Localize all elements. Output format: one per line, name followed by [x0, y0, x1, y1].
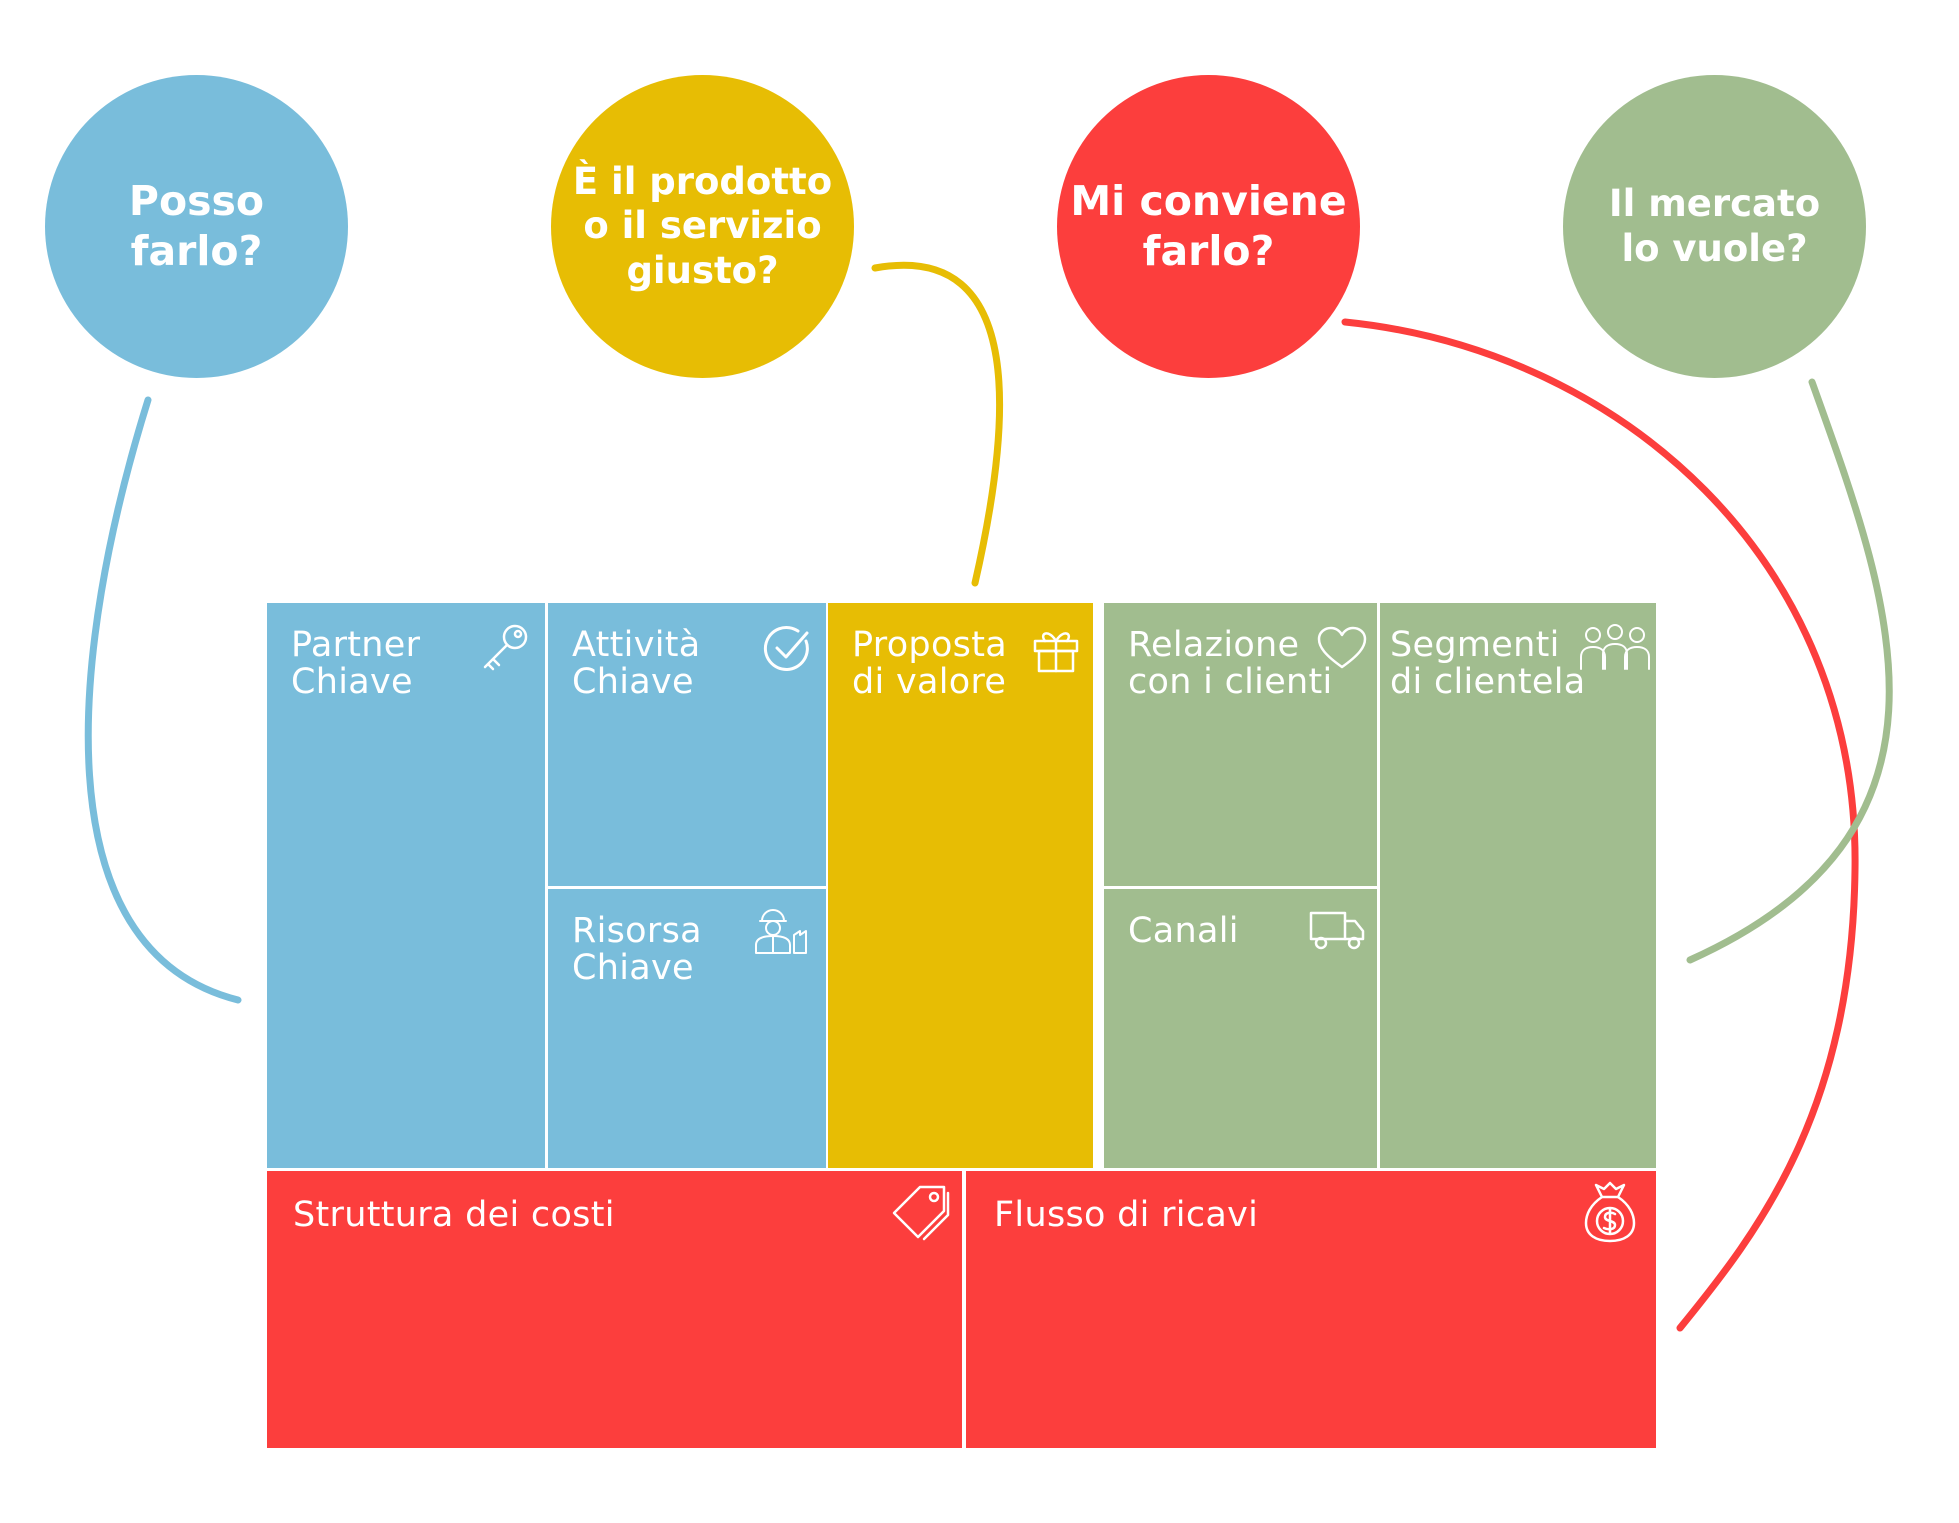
- block-value-proposition: Proposta di valore: [828, 603, 1093, 1168]
- block-key-resources: Risorsa Chiave: [548, 889, 826, 1168]
- question-viability: Mi conviene farlo?: [1057, 75, 1360, 378]
- block-customer-relationships: Relazione con i clienti: [1104, 603, 1377, 886]
- truck-icon: [1309, 907, 1365, 951]
- money-bag-icon: [1584, 1181, 1636, 1243]
- connector-feasibility: [84, 396, 242, 1004]
- block-label: Partner Chiave: [291, 625, 421, 702]
- block-key-partners: Partner Chiave: [267, 603, 545, 1168]
- block-label: Proposta di valore: [852, 625, 1007, 702]
- heart-icon: [1317, 625, 1367, 671]
- check-circle-icon: [762, 623, 814, 675]
- block-label: Segmenti di clientela: [1390, 625, 1586, 702]
- block-customer-segments: Segmenti di clientela: [1380, 603, 1656, 1168]
- block-channels: Canali: [1104, 889, 1377, 1168]
- block-label: Flusso di ricavi: [994, 1195, 1259, 1235]
- block-label: Attività Chiave: [572, 625, 701, 702]
- block-label: Struttura dei costi: [293, 1195, 615, 1235]
- block-label: Canali: [1128, 911, 1239, 951]
- key-icon: [479, 623, 531, 673]
- question-desirability: È il prodotto o il servizio giusto?: [551, 75, 854, 378]
- question-market: Il mercato lo vuole?: [1563, 75, 1866, 378]
- block-label: Relazione con i clienti: [1128, 625, 1333, 702]
- block-label: Risorsa Chiave: [572, 911, 702, 988]
- gift-icon: [1031, 625, 1081, 675]
- worker-icon: [750, 905, 808, 955]
- block-cost-structure: Struttura dei costi: [267, 1171, 962, 1448]
- question-feasibility: Posso farlo?: [45, 75, 348, 378]
- connector-desirability: [871, 261, 1004, 587]
- block-key-activities: Attività Chiave: [548, 603, 826, 886]
- price-tag-icon: [890, 1183, 952, 1241]
- block-revenue-streams: Flusso di ricavi: [966, 1171, 1656, 1448]
- connector-market: [1686, 378, 1893, 964]
- people-icon: [1578, 623, 1652, 671]
